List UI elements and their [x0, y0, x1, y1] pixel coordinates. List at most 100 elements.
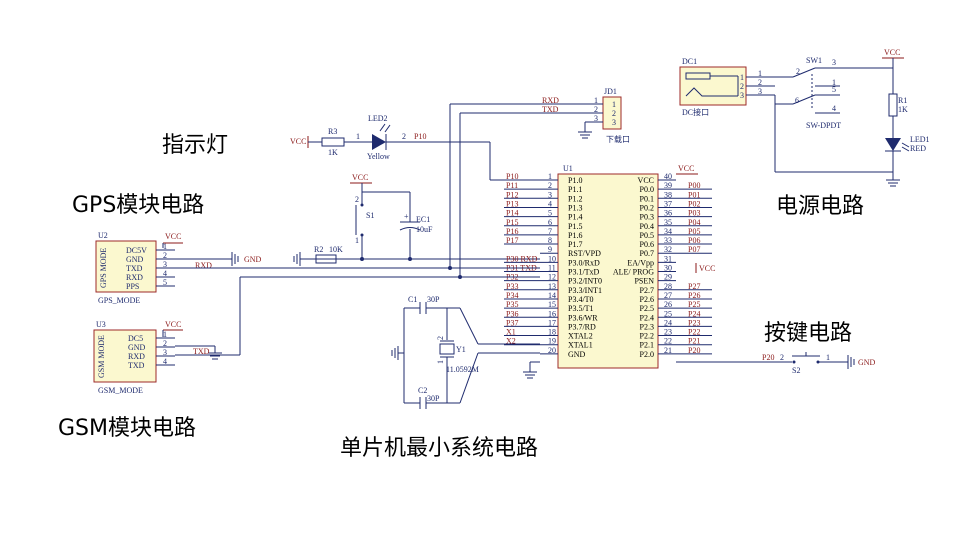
dc1-pin-num: 3 — [758, 87, 762, 96]
u1-right-pin-name: PSEN — [634, 277, 654, 286]
u1-left-pin-num: 9 — [548, 245, 552, 254]
u1-right-pin-name: P0.4 — [640, 222, 654, 231]
u1-left-net-label: X2 — [506, 337, 516, 346]
y1-value: 11.0592M — [446, 365, 479, 374]
y1-ref: Y1 — [456, 345, 466, 354]
gsm-pin-num: 1 — [163, 330, 167, 339]
u1-left-net-label: P15 — [506, 218, 518, 227]
rxd-junction — [448, 266, 452, 270]
gsm-pin-num: 2 — [163, 339, 167, 348]
r3-value: 1K — [328, 148, 338, 157]
u1-right-net-label: P26 — [688, 291, 700, 300]
u1-left-pin-name: P1.0 — [568, 176, 582, 185]
u1-right-pin-name: P0.5 — [640, 231, 654, 240]
u1-right-pin-num: 37 — [664, 199, 672, 208]
u1-right-net-label: P23 — [688, 318, 700, 327]
r1-ref: R1 — [898, 96, 907, 105]
gps-vlabel: GPS MODE — [99, 248, 108, 288]
sw1-ref: SW1 — [806, 56, 822, 65]
u1-right-net-label: P06 — [688, 236, 700, 245]
s2-pin2: 2 — [780, 353, 784, 362]
dc1-jack — [685, 72, 739, 97]
ec1-value: 10uF — [416, 225, 433, 234]
u1-left-net-label: P16 — [506, 227, 518, 236]
power-vcc-label: VCC — [884, 48, 900, 57]
r3-vcc-label: VCC — [290, 137, 306, 146]
u1-right-pin-num: 28 — [664, 282, 672, 291]
dc1-ref: DC1 — [682, 57, 697, 66]
gsm-pin-num: 3 — [163, 348, 167, 357]
u1-right-net-label: P20 — [688, 346, 700, 355]
jd1-gnd-symbol — [578, 131, 592, 139]
u1-left-pin-name: GND — [568, 350, 586, 359]
gsm-body — [93, 329, 157, 383]
gps-pin-name: RXD — [126, 273, 143, 282]
u1-right-pin-num: 21 — [664, 346, 672, 355]
u1-left-net-label: P17 — [506, 236, 518, 245]
sw1-pin4: 4 — [832, 104, 836, 113]
gps-rxd-net: RXD — [195, 261, 212, 270]
u1-left-pin-name: P3.2/INT0 — [568, 277, 602, 286]
dc1-pin-num: 2 — [758, 78, 762, 87]
u1-left-pin-name: P3.0/RxD — [568, 258, 600, 267]
u1-right-pin-name: P0.1 — [640, 194, 654, 203]
sw1-switch — [792, 67, 840, 114]
u1-left-pin-name: P1.5 — [568, 222, 582, 231]
u1-left-pin-num: 5 — [548, 209, 552, 218]
title-indicator: 指示灯 — [162, 133, 228, 158]
sw1-pin5: 5 — [832, 85, 836, 94]
u1-left-pin-name: P3.5/T1 — [568, 304, 594, 313]
y1-body — [439, 343, 455, 355]
ea-vcc-label: VCC — [699, 264, 715, 273]
title-gsm: GSM模块电路 — [58, 416, 196, 441]
jd1-label: 下载口 — [606, 134, 630, 144]
u1-left-net-label: P33 — [506, 282, 518, 291]
r1-body — [888, 93, 898, 117]
r2-value: 10K — [329, 245, 343, 254]
u1-right-net-label: P00 — [688, 181, 700, 190]
u1-right-pin-num: 26 — [664, 300, 672, 309]
u1-left-net-label: P14 — [506, 209, 518, 218]
u1-right-pin-num: 22 — [664, 337, 672, 346]
c1-value: 30P — [427, 295, 440, 304]
u1-left-pin-name: P3.3/INT1 — [568, 286, 602, 295]
s2-pin1: 1 — [826, 353, 830, 362]
gsm-vcc-label: VCC — [165, 320, 181, 329]
s2-switch — [792, 352, 820, 364]
gps-ref: U2 — [98, 231, 108, 240]
u1-left-net-label: P30 RXD — [506, 254, 538, 263]
u1-right-net-label: P22 — [688, 328, 700, 337]
y1-pin1: 1 — [436, 360, 445, 364]
u1-right-pin-name: P0.7 — [640, 249, 654, 258]
dc1-pin-inner: 1 — [740, 73, 744, 82]
s2-gnd-label: GND — [858, 358, 876, 367]
u1-left-net-label: P35 — [506, 300, 518, 309]
title-power: 电源电路 — [776, 194, 864, 219]
title-key: 按键电路 — [764, 321, 852, 346]
u1-right-pin-num: 30 — [664, 264, 672, 273]
u1-right-pin-num: 40 — [664, 172, 672, 181]
u1-left-pin-num: 1 — [548, 172, 552, 181]
s2-ref: S2 — [792, 366, 800, 375]
gsm-pin-num: 4 — [163, 357, 167, 366]
gps-name: GPS_MODE — [98, 296, 140, 305]
c2-ref: C2 — [418, 386, 427, 395]
u1-right-pin-name: VCC — [638, 176, 654, 185]
gps-vcc-label: VCC — [165, 232, 181, 241]
u1-right-pin-num: 38 — [664, 190, 672, 199]
x1-route-a — [459, 307, 479, 345]
u1-right-pin-name: P2.1 — [640, 341, 654, 350]
u1-right-pin-num: 34 — [664, 227, 672, 236]
u1-gnd-symbol — [523, 371, 537, 379]
u1-right-pin-num: 24 — [664, 318, 672, 327]
s2-gnd-symbol — [847, 355, 855, 369]
gps-pin-name: TXD — [126, 264, 143, 273]
gsm-pin-name: DC5 — [128, 334, 143, 343]
u1-left-pin-num: 20 — [548, 346, 556, 355]
u1-body — [557, 173, 659, 369]
led2-pin2: 2 — [402, 132, 406, 141]
